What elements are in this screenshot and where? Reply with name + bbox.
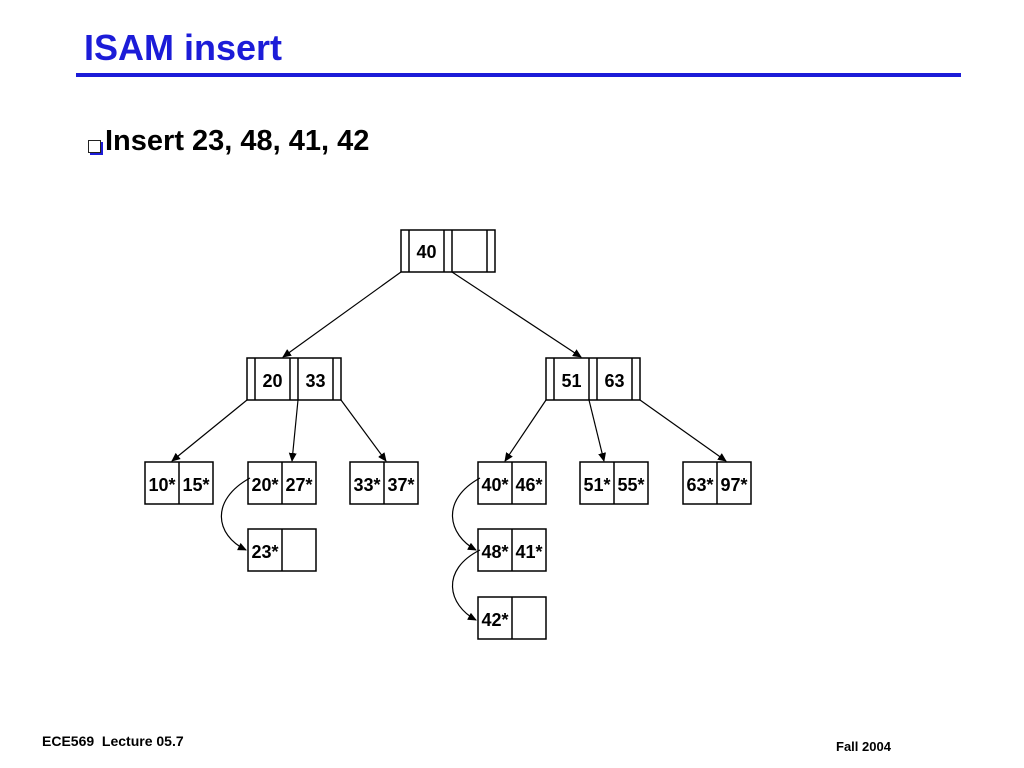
leaf-3-entry-1: 33* bbox=[353, 475, 380, 495]
leaf-5-entry-1: 51* bbox=[583, 475, 610, 495]
checkbox-bullet-icon bbox=[88, 140, 101, 153]
leaf-1-entry-2: 15* bbox=[182, 475, 209, 495]
footer-term-label: Fall 2004 bbox=[836, 739, 891, 754]
edge-root-left bbox=[282, 271, 402, 358]
slide-title: ISAM insert bbox=[84, 27, 283, 68]
leaf-page-3: 33* 37* bbox=[349, 461, 419, 505]
leaf-page-1: 10* 15* bbox=[144, 461, 214, 505]
footer-lecture-label: ECE569 Lecture 05.7 bbox=[42, 733, 184, 749]
overflow-page-3: 42* bbox=[477, 596, 547, 640]
root-key-1: 40 bbox=[416, 242, 436, 262]
overflow-page-1: 23* bbox=[247, 528, 317, 572]
leaf-page-2: 20* 27* bbox=[247, 461, 317, 505]
leaf-2-entry-1: 20* bbox=[251, 475, 278, 495]
edge-index-left-leaf-3 bbox=[340, 399, 387, 462]
overflow-chain-arrow-1 bbox=[220, 477, 251, 551]
leaf-6-entry-2: 97* bbox=[720, 475, 747, 495]
leaf-page-5: 51* 55* bbox=[579, 461, 649, 505]
leaf-4-entry-1: 40* bbox=[481, 475, 508, 495]
leaf-page-4: 40* 46* bbox=[477, 461, 547, 505]
overflow-3-entry-1: 42* bbox=[481, 610, 508, 630]
index-right-key-1: 51 bbox=[561, 371, 581, 391]
leaf-page-6: 63* 97* bbox=[682, 461, 752, 505]
index-node-left: 20 33 bbox=[246, 357, 342, 401]
overflow-chain-arrow-3 bbox=[451, 549, 481, 621]
leaf-6-entry-1: 63* bbox=[686, 475, 713, 495]
overflow-1-entry-1: 23* bbox=[251, 542, 278, 562]
overflow-2-entry-1: 48* bbox=[481, 542, 508, 562]
edge-index-right-leaf-6 bbox=[639, 399, 727, 462]
index-left-key-2: 33 bbox=[305, 371, 325, 391]
leaf-5-entry-2: 55* bbox=[617, 475, 644, 495]
root-node: 40 bbox=[400, 229, 496, 273]
leaf-1-entry-1: 10* bbox=[148, 475, 175, 495]
overflow-chain-arrow-2 bbox=[451, 477, 481, 551]
edge-root-right bbox=[451, 271, 582, 358]
title-underline bbox=[76, 73, 961, 77]
leaf-3-entry-2: 37* bbox=[387, 475, 414, 495]
leaf-4-entry-2: 46* bbox=[515, 475, 542, 495]
bullet-text: Insert 23, 48, 41, 42 bbox=[105, 125, 370, 157]
edge-index-left-leaf-2 bbox=[288, 399, 299, 462]
overflow-page-2: 48* 41* bbox=[477, 528, 547, 572]
edge-index-right-leaf-4 bbox=[504, 399, 547, 462]
leaf-2-entry-2: 27* bbox=[285, 475, 312, 495]
index-node-right: 51 63 bbox=[545, 357, 641, 401]
tree-edges bbox=[171, 271, 727, 462]
overflow-2-entry-2: 41* bbox=[515, 542, 542, 562]
index-left-key-1: 20 bbox=[262, 371, 282, 391]
index-right-key-2: 63 bbox=[604, 371, 624, 391]
edge-index-right-leaf-5 bbox=[588, 399, 606, 462]
edge-index-left-leaf-1 bbox=[171, 399, 248, 462]
